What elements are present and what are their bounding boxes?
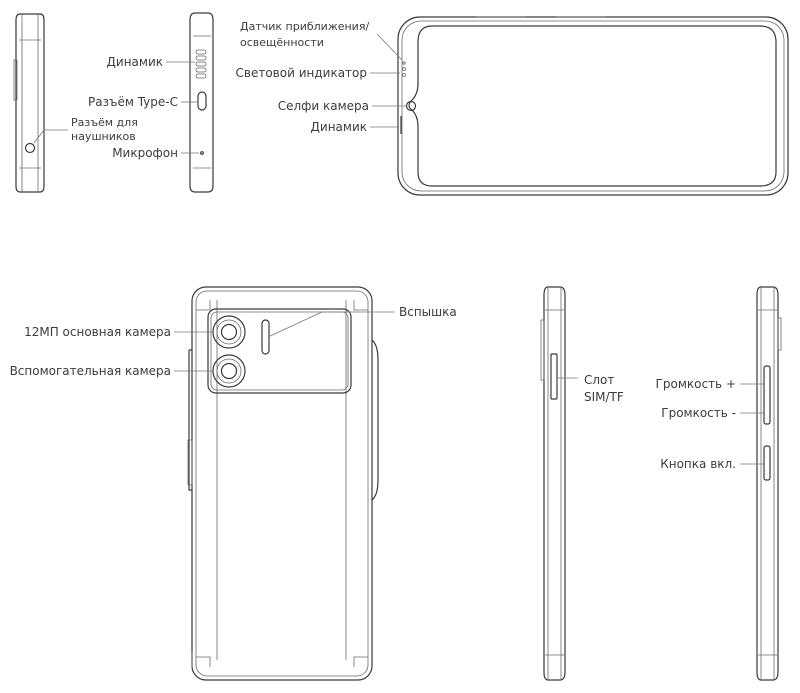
proximity-sensor bbox=[402, 61, 406, 65]
side-view-left bbox=[13, 13, 45, 193]
aux-camera-label: Вспомогательная камера bbox=[10, 364, 171, 378]
headphone-jack-label-2: наушников bbox=[71, 130, 136, 143]
volume-rocker bbox=[763, 365, 771, 425]
aux-camera bbox=[212, 354, 246, 388]
sim-slot-label-2: SIM/TF bbox=[584, 390, 624, 404]
usb-port-label: Разъём Type-C bbox=[88, 95, 178, 109]
camera-module bbox=[207, 308, 352, 394]
earpiece-speaker-label: Динамик bbox=[311, 120, 367, 134]
bottom-edge-view bbox=[189, 12, 214, 193]
sim-slot-label-1: Слот bbox=[584, 373, 614, 387]
led-dot-1 bbox=[402, 67, 406, 71]
microphone-label: Микрофон bbox=[112, 146, 178, 160]
headphone-jack bbox=[24, 142, 36, 154]
led-indicator-label: Световой индикатор bbox=[236, 66, 367, 80]
microphone-hole bbox=[200, 151, 204, 155]
side-view-buttons bbox=[756, 286, 782, 681]
volume-up-label: Громкость + bbox=[656, 377, 736, 391]
main-camera bbox=[212, 315, 246, 349]
bottom-speaker-label: Динамик bbox=[107, 55, 163, 69]
power-button-label: Кнопка вкл. bbox=[660, 457, 736, 471]
selfie-camera bbox=[405, 100, 417, 112]
led-dot-2 bbox=[402, 73, 406, 77]
back-view bbox=[187, 286, 379, 681]
proximity-sensor-label-2: освещённости bbox=[240, 36, 324, 49]
selfie-camera-label: Селфи камера bbox=[278, 99, 369, 113]
headphone-jack-label-1: Разъём для bbox=[71, 116, 138, 129]
proximity-sensor-label-1: Датчик приближения/ bbox=[240, 20, 369, 33]
flash-label: Вспышка bbox=[399, 305, 457, 319]
volume-down-label: Громкость - bbox=[661, 406, 736, 420]
side-view-sim bbox=[540, 286, 566, 681]
sim-slot bbox=[550, 353, 558, 400]
power-button bbox=[763, 445, 771, 481]
bottom-speaker-grille bbox=[195, 49, 207, 79]
usb-c-port bbox=[197, 91, 207, 111]
front-view bbox=[397, 16, 789, 196]
flash bbox=[261, 319, 270, 355]
main-camera-label: 12МП основная камера bbox=[24, 325, 171, 339]
